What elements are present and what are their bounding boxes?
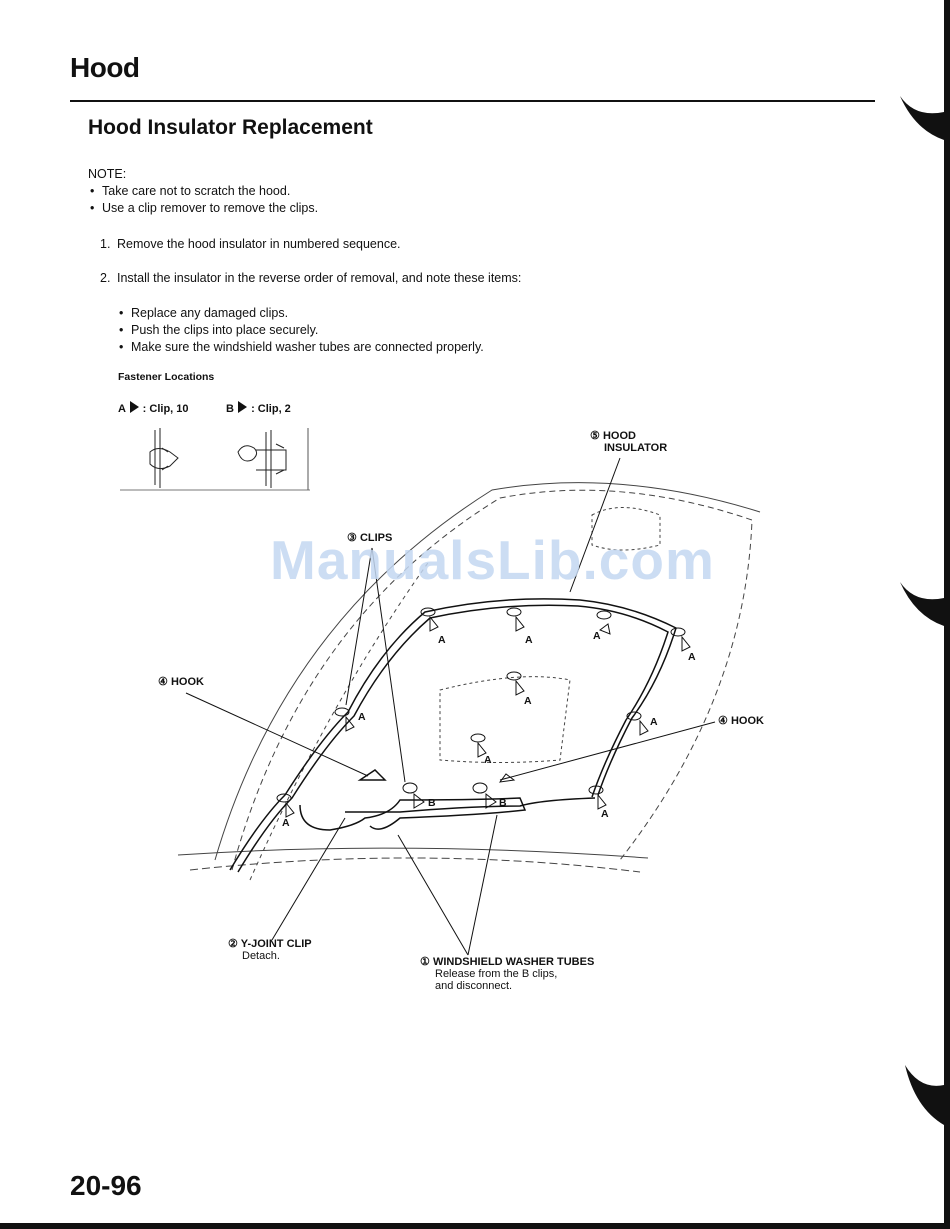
step-text: Remove the hood insulator in numbered se… [117,237,401,251]
step-1: 1. Remove the hood insulator in numbered … [100,236,401,253]
pin-label-b: B [499,797,507,809]
legend-letter: B [226,403,234,415]
step-item: 2. Install the insulator in the reverse o… [100,270,521,287]
step-item: 1. Remove the hood insulator in numbered … [100,236,401,253]
pin-label-a: A [593,630,601,642]
header-rule [70,100,875,102]
step-number: 2. [100,271,111,285]
callout-text: HOOK [730,715,764,727]
pin-label-a: A [688,651,696,663]
pin-label-a: A [525,634,533,646]
note-label: NOTE: [88,167,127,181]
note-item: Use a clip remover to remove the clips. [88,200,318,217]
callout-number: ① [420,956,430,968]
callout-text: HOOK [170,676,204,688]
note-item: Take care not to scratch the hood. [88,183,318,200]
step-number: 1. [100,237,111,251]
legend-letter: A [118,403,126,415]
callout-text: HOOD [602,430,636,442]
callout-number: ④ [718,715,728,727]
callout-hook-right: ④ HOOK [718,715,764,727]
install-item: Push the clips into place securely. [117,322,484,339]
callout-text: Y-JOINT CLIP [240,938,312,950]
clip-pin-icon [276,607,691,818]
callout-text: CLIPS [359,532,393,544]
install-item: Make sure the windshield washer tubes ar… [117,339,484,356]
page-title: Hood Insulator Replacement [88,116,373,139]
hood-outline [177,482,761,881]
pin-label-b: B [428,797,436,809]
note-list: Take care not to scratch the hood. Use a… [88,183,318,217]
callout-number: ② [228,938,238,950]
pin-label-a: A [358,711,366,723]
triangle-marker-icon [129,401,139,413]
callout-text: INSULATOR [604,442,668,454]
triangle-marker-icon [238,401,248,413]
page-edge [944,0,950,1229]
callout-subtext: Detach. [242,950,280,962]
pin-label-a: A [484,754,492,766]
callout-text: WINDSHIELD WASHER TUBES [432,956,595,968]
pin-label-a: A [438,634,446,646]
fastener-heading: Fastener Locations [118,371,215,383]
legend-clip-a: A : Clip, 10 [118,401,189,415]
clip-a-detail-icon [120,428,310,491]
washer-tube [299,769,596,831]
thumb-tab-icon [900,96,944,140]
callout-number: ⑤ [590,430,600,442]
callout-hook-left: ④ HOOK [158,676,204,688]
pin-label-a: A [650,716,658,728]
legend-text: : Clip, 2 [251,403,291,415]
thumb-tab-icon [905,1065,944,1125]
page-number: 20-96 [70,1170,142,1201]
callout-hood-insulator: ⑤ HOOD INSULATOR [590,430,667,454]
thumb-tab-icon [900,582,944,626]
install-item: Replace any damaged clips. [117,305,484,322]
insulator-edge [229,598,677,873]
step-2: 2. Install the insulator in the reverse o… [100,270,521,287]
install-list: Replace any damaged clips. Push the clip… [117,305,484,356]
pin-label-a: A [601,808,609,820]
step-text: Install the insulator in the reverse ord… [117,271,522,285]
legend-clip-b: B : Clip, 2 [226,401,291,415]
callout-subtext: and disconnect. [435,980,513,992]
watermark: ManualsLib.com [270,529,715,591]
callout-washer-tubes: ① WINDSHIELD WASHER TUBES Release from t… [420,956,594,992]
section-title: Hood [70,52,140,83]
callout-clips: ③ CLIPS [347,532,392,544]
callout-subtext: Release from the B clips, [435,968,558,980]
pin-label-a: A [282,817,290,829]
callout-number: ④ [158,676,168,688]
pin-label-a: A [524,695,532,707]
legend-text: : Clip, 10 [142,403,189,415]
leader-lines [185,457,716,956]
callout-yjoint-clip: ② Y-JOINT CLIP Detach. [228,938,312,962]
page-edge [0,1223,950,1229]
clip-b-detail-icon [237,430,287,488]
callout-number: ③ [347,532,357,544]
